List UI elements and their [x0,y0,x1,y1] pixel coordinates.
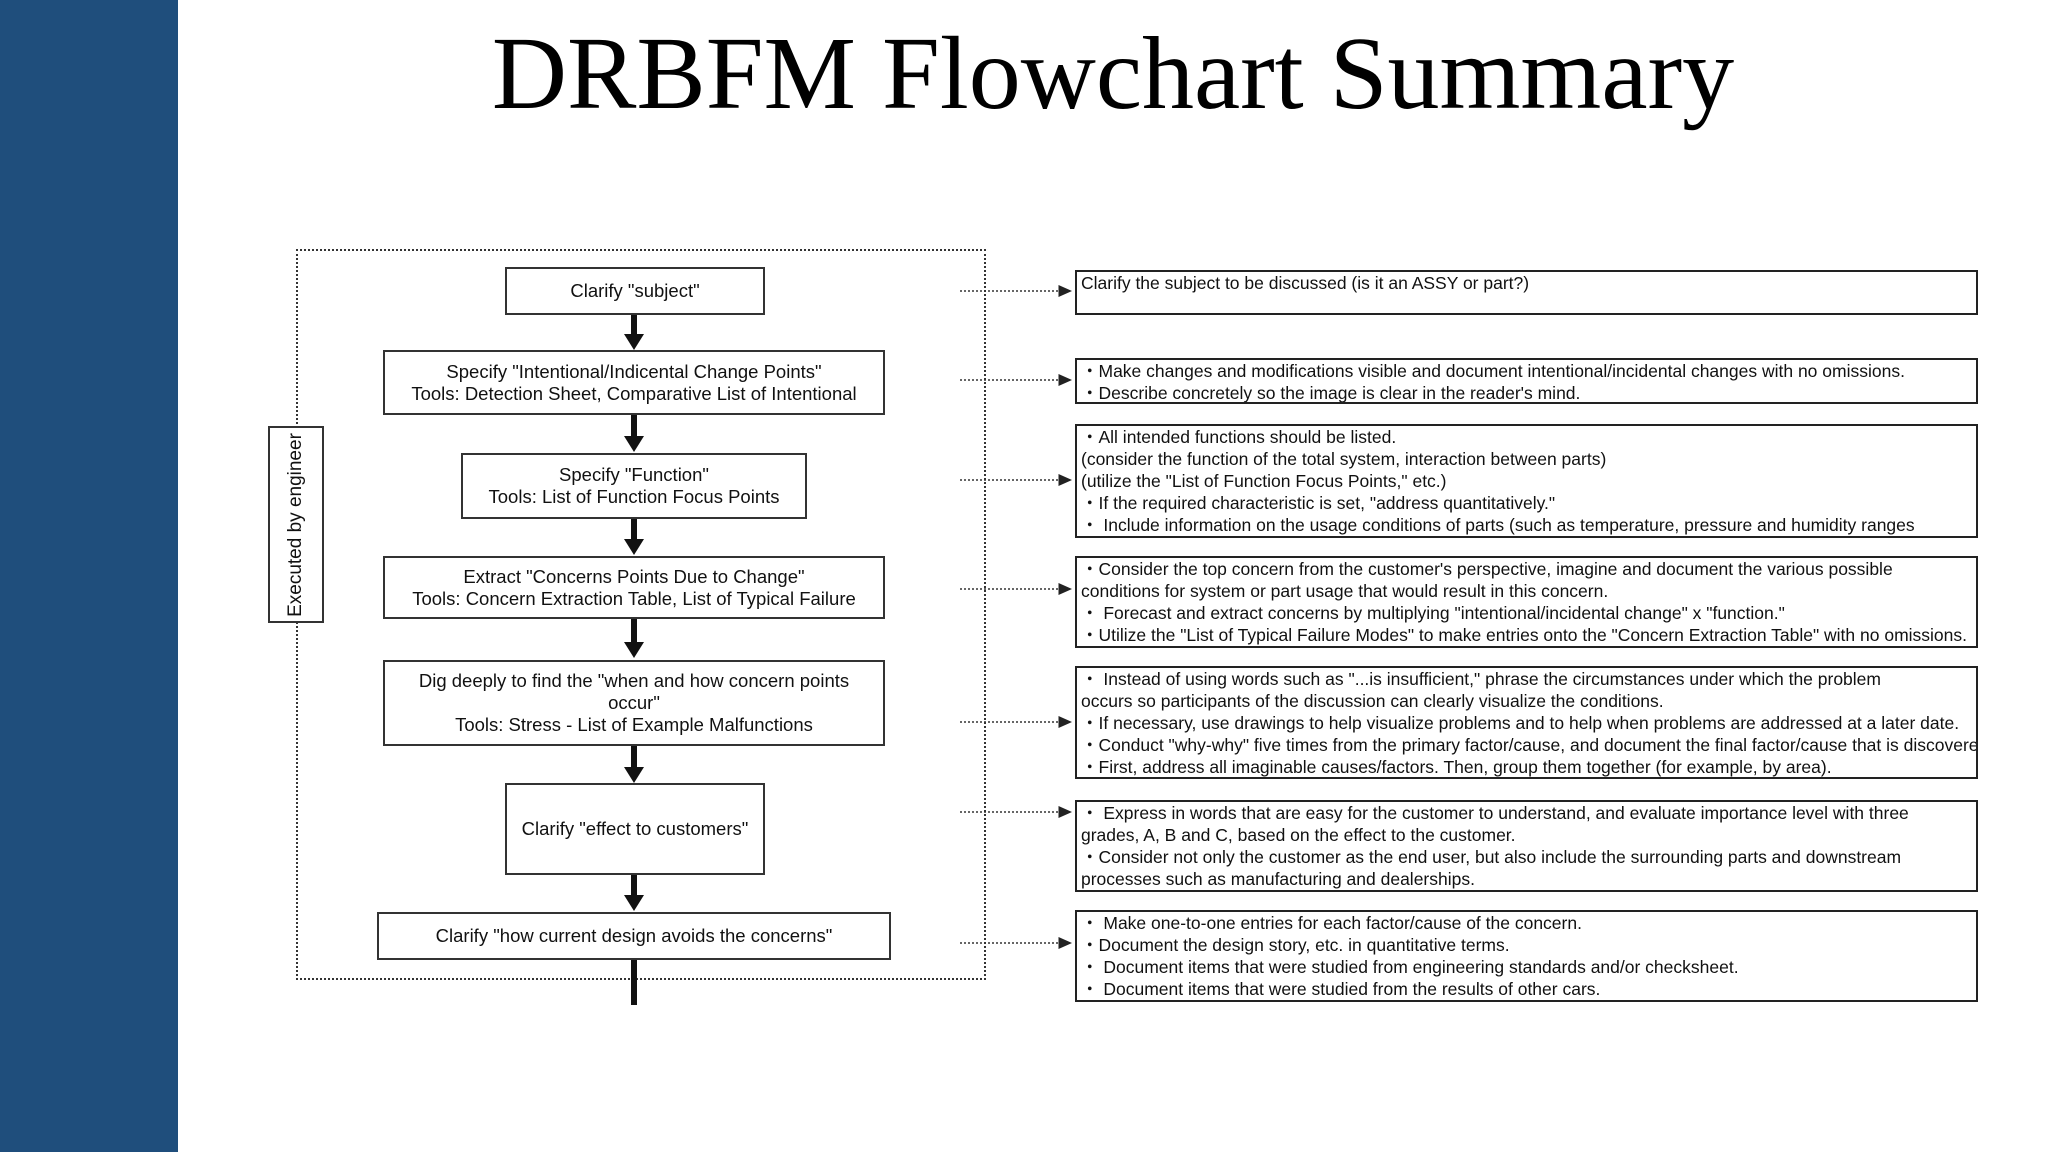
note-line: Clarify the subject to be discussed (is … [1081,273,1530,293]
note-line: ・Conduct "why-why" five times from the p… [1081,735,1978,755]
step-change-points: Specify "Intentional/Indicental Change P… [383,350,885,415]
step-current-design: Clarify "how current design avoids the c… [377,912,891,960]
note-line: ・Document the design story, etc. in quan… [1081,935,1510,955]
note-line: ・ Make one-to-one entries for each facto… [1081,913,1582,933]
note-function: ・All intended functions should be listed… [1075,424,1978,538]
step-dig-deeply: Dig deeply to find the "when and how con… [383,660,885,746]
note-line: ・ Document items that were studied from … [1081,957,1739,977]
step-clarify-subject: Clarify "subject" [505,267,765,315]
note-line: (consider the function of the total syst… [1081,449,1607,469]
side-label-text: Executed by engineer [285,432,307,617]
note-line: grades, A, B and C, based on the effect … [1081,825,1516,845]
note-line: ・Consider the top concern from the custo… [1081,559,1893,579]
note-line: ・If necessary, use drawings to help visu… [1081,713,1960,733]
executed-by-engineer-label: Executed by engineer [268,426,324,623]
note-line: ・ Forecast and extract concerns by multi… [1081,603,1785,623]
slide-title: DRBFM Flowchart Summary [491,16,1735,131]
note-line: ・All intended functions should be listed… [1081,427,1397,447]
step-specify-function: Specify "Function" Tools: List of Functi… [461,453,807,519]
note-line: ・ Document items that were studied from … [1081,979,1601,999]
note-line: ・If the required characteristic is set, … [1081,493,1556,513]
note-line: ・Make changes and modifications visible … [1081,361,1905,381]
note-dig-deeply: ・ Instead of using words such as "...is … [1075,666,1978,779]
note-concerns: ・Consider the top concern from the custo… [1075,556,1978,648]
note-subject: Clarify the subject to be discussed (is … [1075,270,1978,315]
note-line: conditions for system or part usage that… [1081,581,1609,601]
note-line: ・Describe concretely so the image is cle… [1081,383,1581,403]
note-line: ・ Express in words that are easy for the… [1081,803,1909,823]
note-line: (utilize the "List of Function Focus Poi… [1081,471,1447,491]
flow-arrows [624,314,644,1005]
step-extract-concerns: Extract "Concerns Points Due to Change" … [383,556,885,619]
note-line: occurs so participants of the discussion… [1081,691,1664,711]
note-line: ・ Include information on the usage condi… [1081,515,1915,535]
note-line: ・Consider not only the customer as the e… [1081,847,1902,867]
note-change-points: ・Make changes and modifications visible … [1075,358,1978,404]
note-line: ・Utilize the "List of Typical Failure Mo… [1081,625,1967,645]
note-line: ・ Instead of using words such as "...is … [1081,669,1881,689]
note-line: processes such as manufacturing and deal… [1081,869,1475,889]
note-effect: ・ Express in words that are easy for the… [1075,800,1978,892]
sidebar-accent-bar [0,0,178,1152]
note-line: ・First, address all imaginable causes/fa… [1081,757,1832,777]
note-design: ・ Make one-to-one entries for each facto… [1075,910,1978,1002]
note-connectors [960,285,1072,949]
step-effect-to-customers: Clarify "effect to customers" [505,783,765,875]
